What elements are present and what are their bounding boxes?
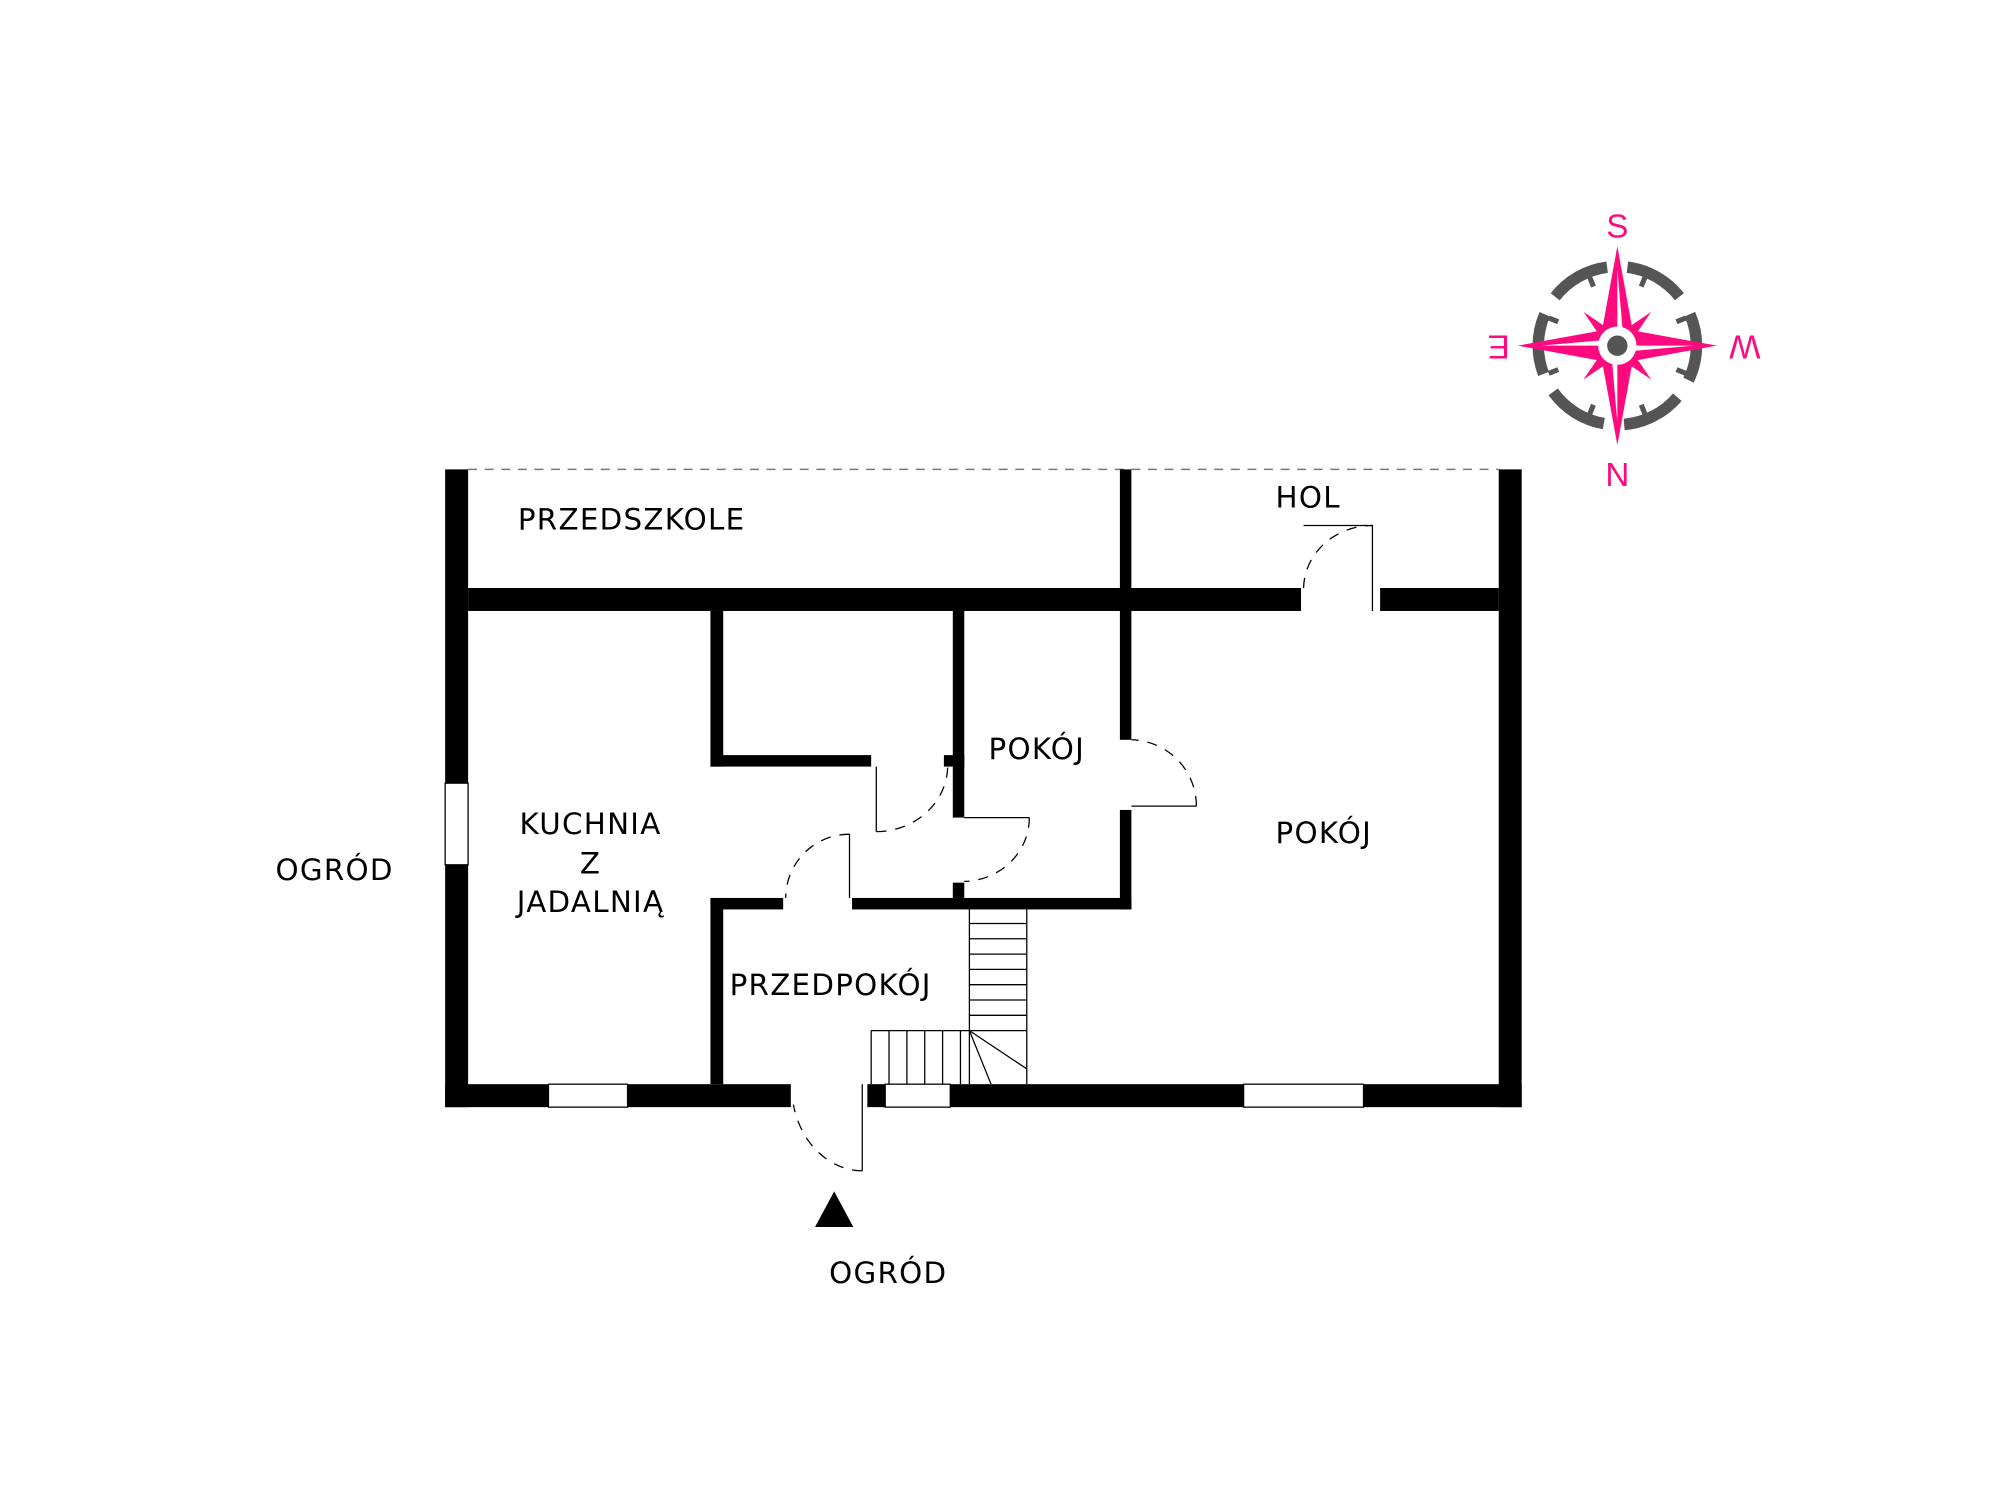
window	[444, 782, 469, 866]
room-label-przedpokoj: PRZEDPOKÓJ	[730, 966, 932, 1002]
walls	[445, 468, 1522, 1108]
compass-label-bottom: N	[1605, 457, 1629, 494]
stairs	[870, 909, 1028, 1085]
wall-closet	[943, 755, 965, 767]
compass-label-top: S	[1606, 208, 1628, 245]
windows	[444, 782, 1365, 1108]
door-swing	[1302, 524, 1373, 589]
window	[547, 1083, 629, 1108]
room-label-przedszkole: PRZEDSZKOLE	[518, 502, 746, 536]
door-leaf	[1303, 524, 1374, 611]
room-label-pokoj: POKÓJ	[1276, 814, 1373, 850]
wall-kitchen	[710, 610, 724, 767]
compass-icon: S N E W	[1488, 208, 1761, 494]
wall-stub	[952, 882, 965, 898]
door-swing	[1131, 739, 1198, 807]
room-label-pokoj: POKÓJ	[989, 730, 1086, 766]
entrance-arrow-icon	[815, 1191, 854, 1228]
wall-kitchen	[710, 897, 724, 1085]
entry-door-swing	[792, 1104, 863, 1172]
door-swing	[785, 833, 850, 898]
window	[884, 1083, 951, 1108]
compass-label-left: E	[1488, 327, 1510, 364]
room-label-kuchnia: Z	[580, 847, 601, 881]
wall-east	[1498, 469, 1522, 1108]
wall-hol	[1119, 469, 1132, 740]
room-label-hol: HOL	[1276, 481, 1341, 515]
wall-hall	[852, 897, 1132, 910]
wall-kitchen	[710, 755, 872, 767]
wall-hall	[710, 897, 784, 910]
wall-mid	[468, 588, 1302, 611]
door-swing	[876, 766, 949, 833]
outside-label-west: OGRÓD	[276, 851, 394, 887]
wall-closet	[952, 610, 965, 818]
wall-south	[867, 1084, 1522, 1108]
wall-pokoj	[1119, 809, 1132, 910]
wall-mid	[1380, 588, 1499, 611]
room-label-kuchnia: JADALNIĄ	[515, 885, 665, 919]
window	[1242, 1083, 1365, 1108]
doors	[785, 524, 1374, 1172]
room-label-kuchnia: KUCHNIA	[520, 807, 662, 841]
outside-label-south: OGRÓD	[829, 1254, 947, 1290]
door-swing	[964, 817, 1030, 883]
compass-label-right: W	[1729, 327, 1761, 364]
